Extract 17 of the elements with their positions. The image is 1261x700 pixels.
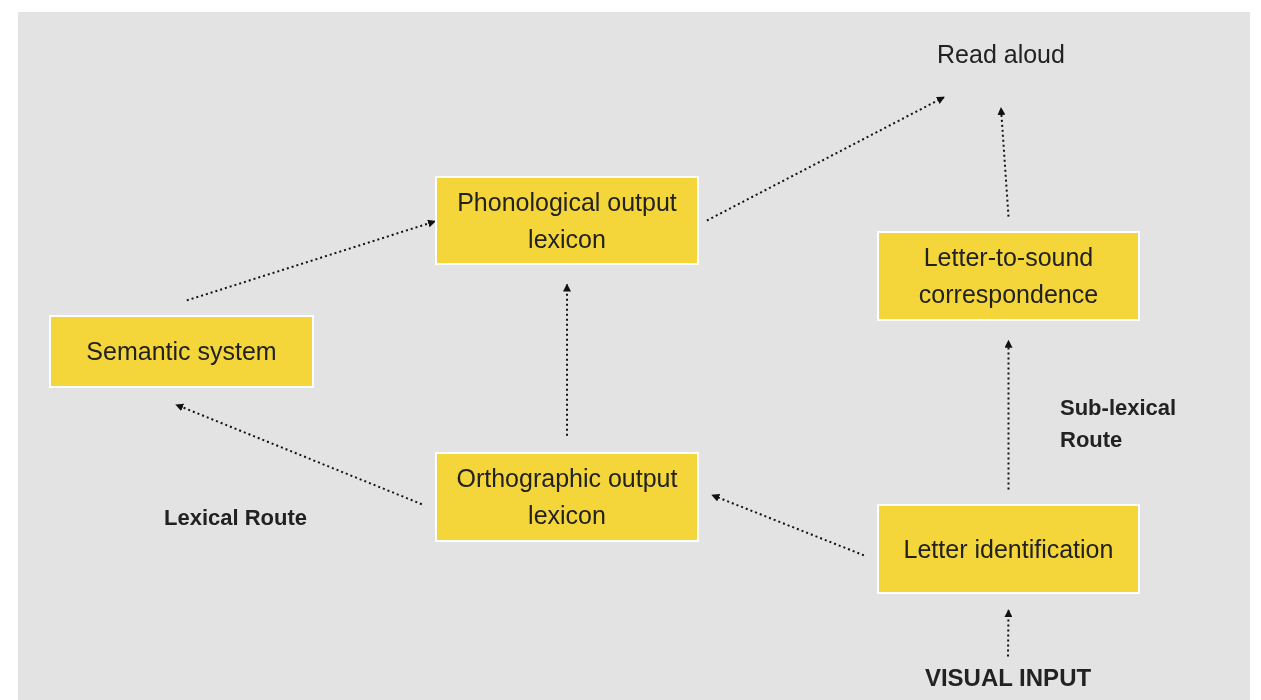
node-label: Read aloud bbox=[926, 36, 1076, 72]
arrow bbox=[185, 219, 436, 302]
process-box: Letter identification bbox=[877, 504, 1140, 594]
arrow bbox=[705, 96, 945, 222]
arrow bbox=[997, 107, 1010, 218]
arrow bbox=[1004, 339, 1013, 491]
route-label: Sub-lexical Route bbox=[1060, 394, 1178, 454]
arrow bbox=[563, 283, 571, 437]
process-box: Semantic system bbox=[49, 315, 314, 388]
process-box: Phonological output lexicon bbox=[435, 176, 699, 265]
arrow bbox=[175, 403, 423, 506]
route-label: Lexical Route bbox=[164, 504, 309, 532]
process-box: Orthographic output lexicon bbox=[435, 452, 699, 542]
arrow bbox=[1004, 609, 1013, 658]
process-box: Letter-to-sound correspondence bbox=[877, 231, 1140, 321]
node-label: VISUAL INPUT bbox=[908, 660, 1108, 694]
arrow bbox=[711, 494, 865, 557]
